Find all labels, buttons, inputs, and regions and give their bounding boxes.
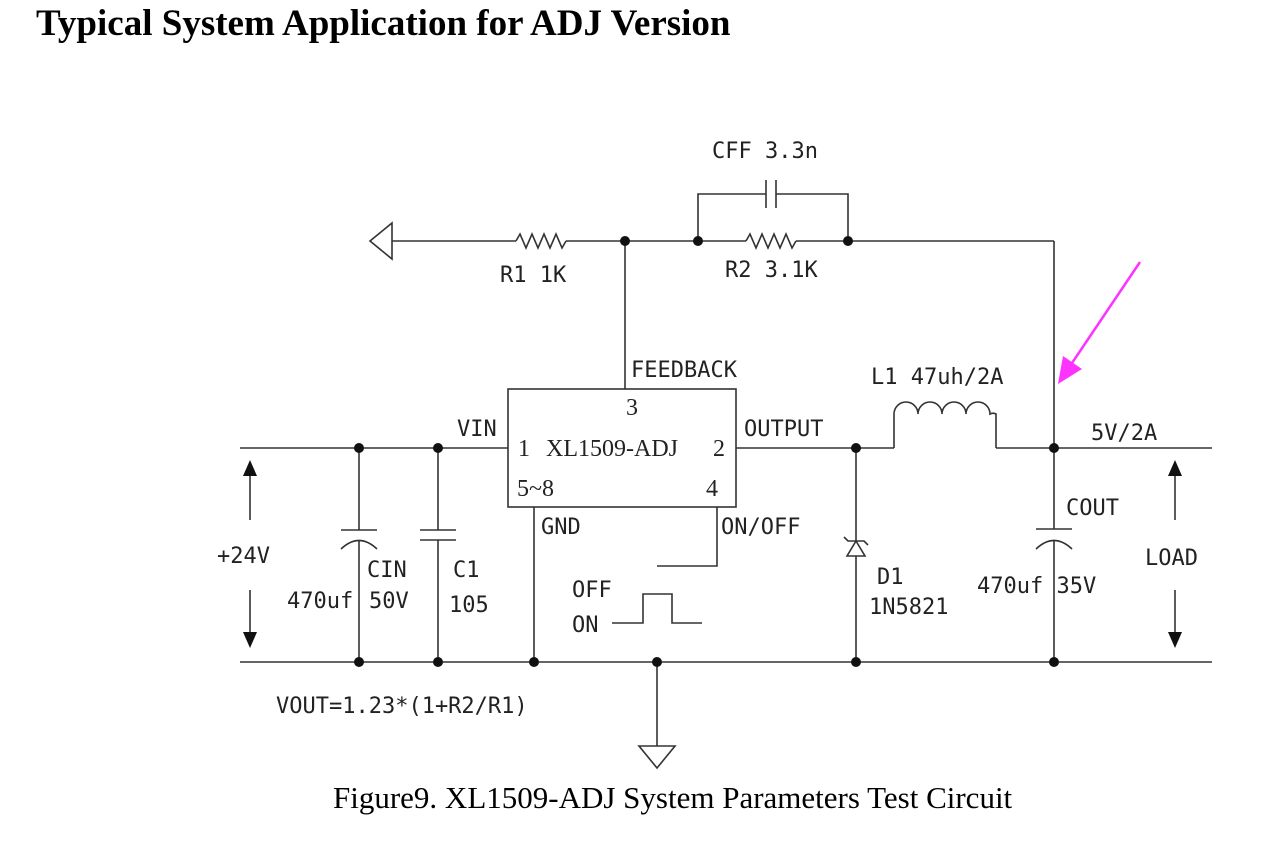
label-cff: CFF 3.3n	[712, 139, 818, 164]
arrow-down-icon	[1168, 632, 1182, 648]
label-d1: D1	[877, 565, 904, 590]
resistor-r2	[745, 231, 797, 251]
ic-pin1: 1	[518, 436, 530, 462]
junction-dot	[1049, 443, 1059, 453]
label-on: ON	[572, 613, 599, 638]
annotation-arrow-icon	[1058, 356, 1082, 384]
junction-dot	[851, 443, 861, 453]
junction-dot	[354, 657, 364, 667]
arrow-up-icon	[1168, 460, 1182, 476]
label-gnd: GND	[541, 515, 581, 540]
arrow-up-icon	[243, 460, 257, 476]
label-load: LOAD	[1145, 546, 1198, 571]
ic-name: XL1509-ADJ	[546, 436, 678, 462]
label-cin: CIN	[367, 558, 407, 583]
junction-dot	[433, 657, 443, 667]
junction-dot	[433, 443, 443, 453]
annotation-arrow-line	[1068, 261, 1142, 367]
label-feedback: FEEDBACK	[631, 358, 738, 383]
onoff-pulse-waveform	[612, 593, 702, 624]
wire-cff-right	[776, 193, 849, 241]
ic-pin3: 3	[626, 395, 638, 421]
label-d1-part: 1N5821	[869, 595, 948, 620]
ground-symbol	[637, 745, 677, 770]
junction-dot	[1049, 657, 1059, 667]
label-cout-value: 470uf 35V	[977, 574, 1096, 599]
label-c1: C1	[453, 558, 480, 583]
page-title: Typical System Application for ADJ Versi…	[36, 3, 731, 44]
label-r1: R1 1K	[500, 263, 567, 288]
junction-dot	[693, 236, 703, 246]
junction-dot	[354, 443, 364, 453]
label-cin-voltage: 50V	[369, 589, 409, 614]
label-output: OUTPUT	[744, 417, 823, 442]
label-onoff: ON/OFF	[721, 515, 800, 540]
arrow-down-icon	[243, 632, 257, 648]
junction-dot	[620, 236, 630, 246]
label-vin-voltage: +24V	[217, 544, 270, 569]
inductor-l1	[893, 401, 997, 448]
junction-dot	[652, 657, 662, 667]
ic-pin4: 4	[706, 476, 718, 502]
diode-d1	[845, 539, 867, 557]
label-formula: VOUT=1.23*(1+R2/R1)	[276, 694, 528, 719]
label-cout: COUT	[1066, 496, 1119, 521]
label-r2: R2 3.1K	[725, 258, 818, 283]
reference-arrow	[368, 221, 393, 261]
ic-pin2: 2	[713, 436, 725, 462]
label-vout: 5V/2A	[1091, 421, 1157, 446]
figure-caption: Figure9. XL1509-ADJ System Parameters Te…	[333, 780, 1013, 815]
label-l1: L1 47uh/2A	[871, 365, 1003, 390]
wire-cff-left	[697, 193, 766, 241]
junction-dot	[529, 657, 539, 667]
ic-pin58: 5~8	[517, 476, 554, 502]
label-vin: VIN	[457, 417, 497, 442]
label-off: OFF	[572, 578, 612, 603]
label-c1-value: 105	[449, 593, 489, 618]
wire-ic-onoff	[657, 507, 718, 567]
resistor-r1	[515, 231, 567, 251]
junction-dot	[843, 236, 853, 246]
junction-dot	[851, 657, 861, 667]
label-cin-capacitance: 470uf	[287, 589, 353, 614]
